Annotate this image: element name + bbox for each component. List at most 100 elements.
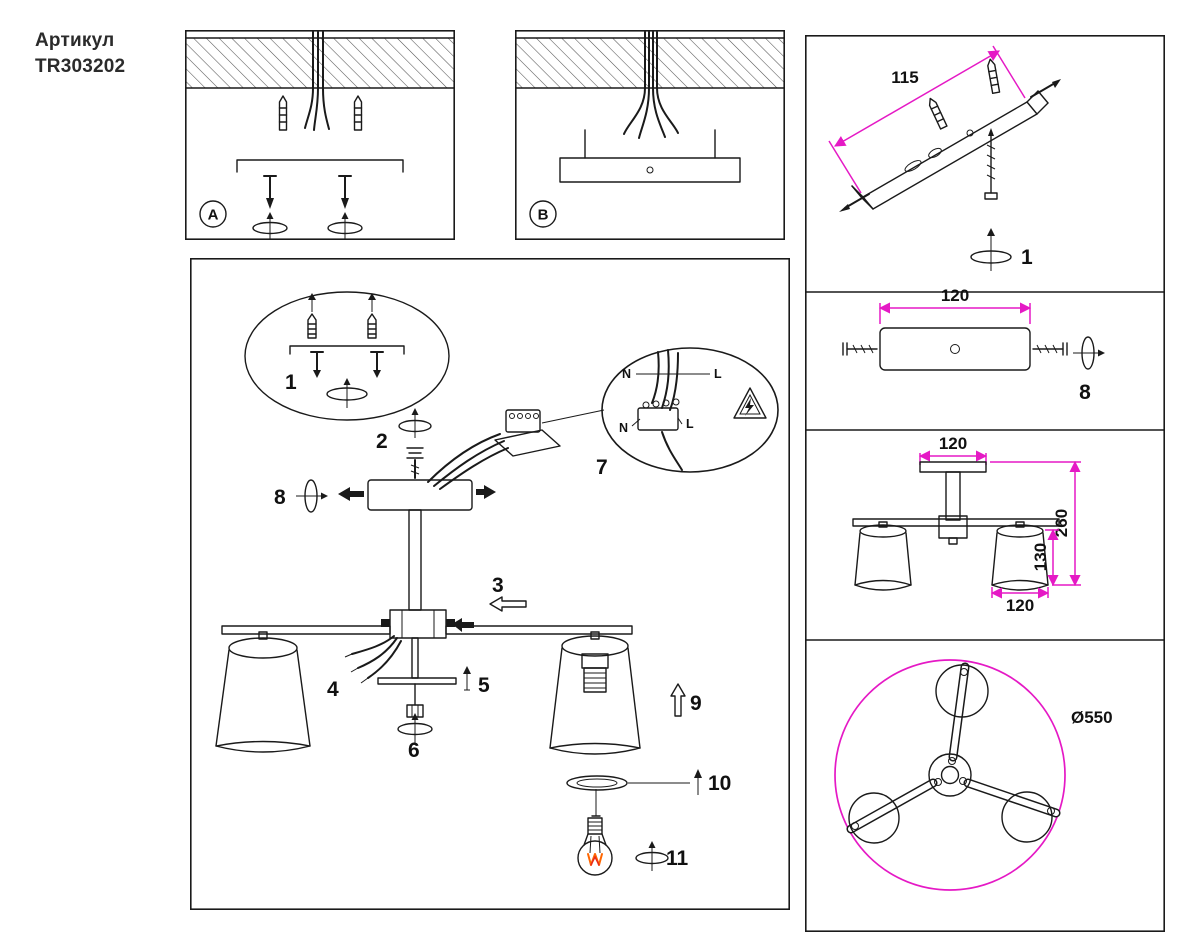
dim-shade-width-label: 120: [1006, 596, 1034, 615]
side-screw-icon: [842, 342, 878, 356]
anchor-icon: [928, 97, 948, 130]
mounted-strap: [559, 157, 741, 183]
hub-top-view: [928, 753, 972, 797]
right-column-border: [805, 35, 1165, 932]
dim-canopy-label: 120: [939, 434, 967, 453]
lamp-socket: [581, 653, 609, 693]
up-arrow-icon: [368, 293, 376, 312]
mounted-screw-icon: [584, 129, 716, 159]
dimension-shade-height-130: 130: [1031, 528, 1059, 587]
hub-screw: [948, 537, 958, 545]
step-number: 1: [1021, 246, 1033, 269]
step-1-number: 1: [285, 371, 297, 394]
step-4-number: 4: [327, 678, 339, 701]
screw-down-icon: [263, 175, 277, 209]
canopy: [367, 479, 473, 511]
dim-260-label: 260: [1052, 509, 1071, 537]
step-7-number: 7: [596, 456, 608, 479]
diameter-label: Ø550: [1071, 708, 1113, 727]
mounting-strap: [289, 345, 405, 355]
wire-n-label: N: [622, 367, 631, 381]
screw-down-icon: [370, 351, 384, 378]
arm-insert-arrow-icon: [452, 618, 474, 632]
bottom-plate: [377, 677, 457, 685]
dim-115-label: 115: [891, 68, 918, 87]
anchor-icon: [307, 313, 317, 339]
canopy-side: [919, 461, 987, 473]
step-11-number: 11: [666, 847, 689, 870]
ceiling-wires: [623, 31, 679, 139]
screw-icon: [406, 447, 424, 479]
panel-b-mounting-step: B: [515, 30, 785, 240]
step-6-number: 6: [408, 739, 420, 762]
ceiling-wires: [304, 31, 330, 131]
electric-warning-icon: [733, 387, 767, 419]
mounting-strap: [236, 159, 404, 173]
anchor-icon: [353, 95, 363, 131]
anchor-icon: [987, 58, 1001, 95]
rotate-icon: [635, 841, 669, 871]
step-10-group: 10: [566, 769, 731, 795]
step-9-number: 9: [690, 692, 702, 715]
bracket-front-section: 120: [842, 286, 1105, 404]
main-assembly-diagram: 1 2: [190, 258, 790, 910]
arm-bar-side: [852, 518, 1060, 527]
panel-a-border: [185, 30, 455, 240]
shade-top-circle: [1001, 791, 1053, 843]
terminal-block: [494, 409, 605, 457]
dimension-canopy-120: 120: [918, 434, 988, 465]
ceiling-band: [185, 37, 455, 89]
step-9-group: 9: [670, 683, 702, 717]
step-3-group: 3: [489, 574, 527, 612]
dim-120-label: 120: [941, 286, 969, 305]
wire-l-label: L: [714, 367, 722, 381]
slide-right-arrow-icon: [476, 485, 496, 499]
end-screw-icon: [839, 193, 870, 212]
step-2-group: 2: [376, 408, 432, 479]
step-2-number: 2: [376, 430, 388, 453]
panel-a-mounting-step: A: [185, 30, 455, 240]
step-number: 8: [1079, 381, 1091, 404]
lift-arrow-icon: [694, 769, 702, 795]
terminal-block-detail: [637, 398, 680, 431]
anchor-icon: [367, 313, 377, 339]
step-11-group: 11: [635, 841, 689, 871]
panel-b-label: B: [538, 207, 549, 224]
step-5-group: 5: [377, 637, 490, 697]
rotate-icon: [397, 713, 433, 743]
step-8-number: 8: [274, 486, 286, 509]
dim-130-label: 130: [1031, 543, 1050, 571]
panel-b-border: [515, 30, 785, 240]
slide-left-arrow-icon: [338, 487, 364, 501]
article-block: Артикул TR303202: [35, 28, 125, 79]
dimension-shade-width-120: 120: [990, 587, 1050, 615]
rotate-icon: [398, 408, 432, 438]
step-3-number: 3: [492, 574, 504, 597]
main-border: [190, 258, 790, 910]
rotate-icon: [326, 378, 368, 408]
stem-side: [945, 471, 961, 521]
shade-finial: [258, 631, 268, 640]
step-6-group: 6: [397, 683, 433, 762]
screw-down-icon: [338, 175, 352, 209]
mounting-bracket-front: [879, 327, 1031, 371]
dimension-115: 115: [828, 45, 1026, 194]
step-1-callout: 1: [244, 291, 450, 421]
wiring-detail-callout: N L N L: [601, 347, 779, 473]
rotate-icon: [970, 228, 1012, 271]
step-10-number: 10: [708, 772, 731, 795]
bracket-3d-section: 1 115: [828, 45, 1061, 271]
right-detail-column: 1 115 120: [805, 35, 1165, 932]
side-view-section: 120: [852, 434, 1081, 615]
supply-wires: [427, 433, 509, 490]
wire-n-label: N: [619, 421, 628, 435]
mounting-bracket-3d: [862, 101, 1038, 210]
side-screw-icon: [1032, 342, 1068, 356]
anchor-icon: [278, 95, 288, 131]
rotate-icon: [1073, 336, 1105, 370]
article-label: Артикул: [35, 30, 115, 51]
diameter-circle: [834, 659, 1066, 891]
rotate-icon: [296, 479, 328, 513]
step-4-group: 4: [327, 635, 402, 701]
